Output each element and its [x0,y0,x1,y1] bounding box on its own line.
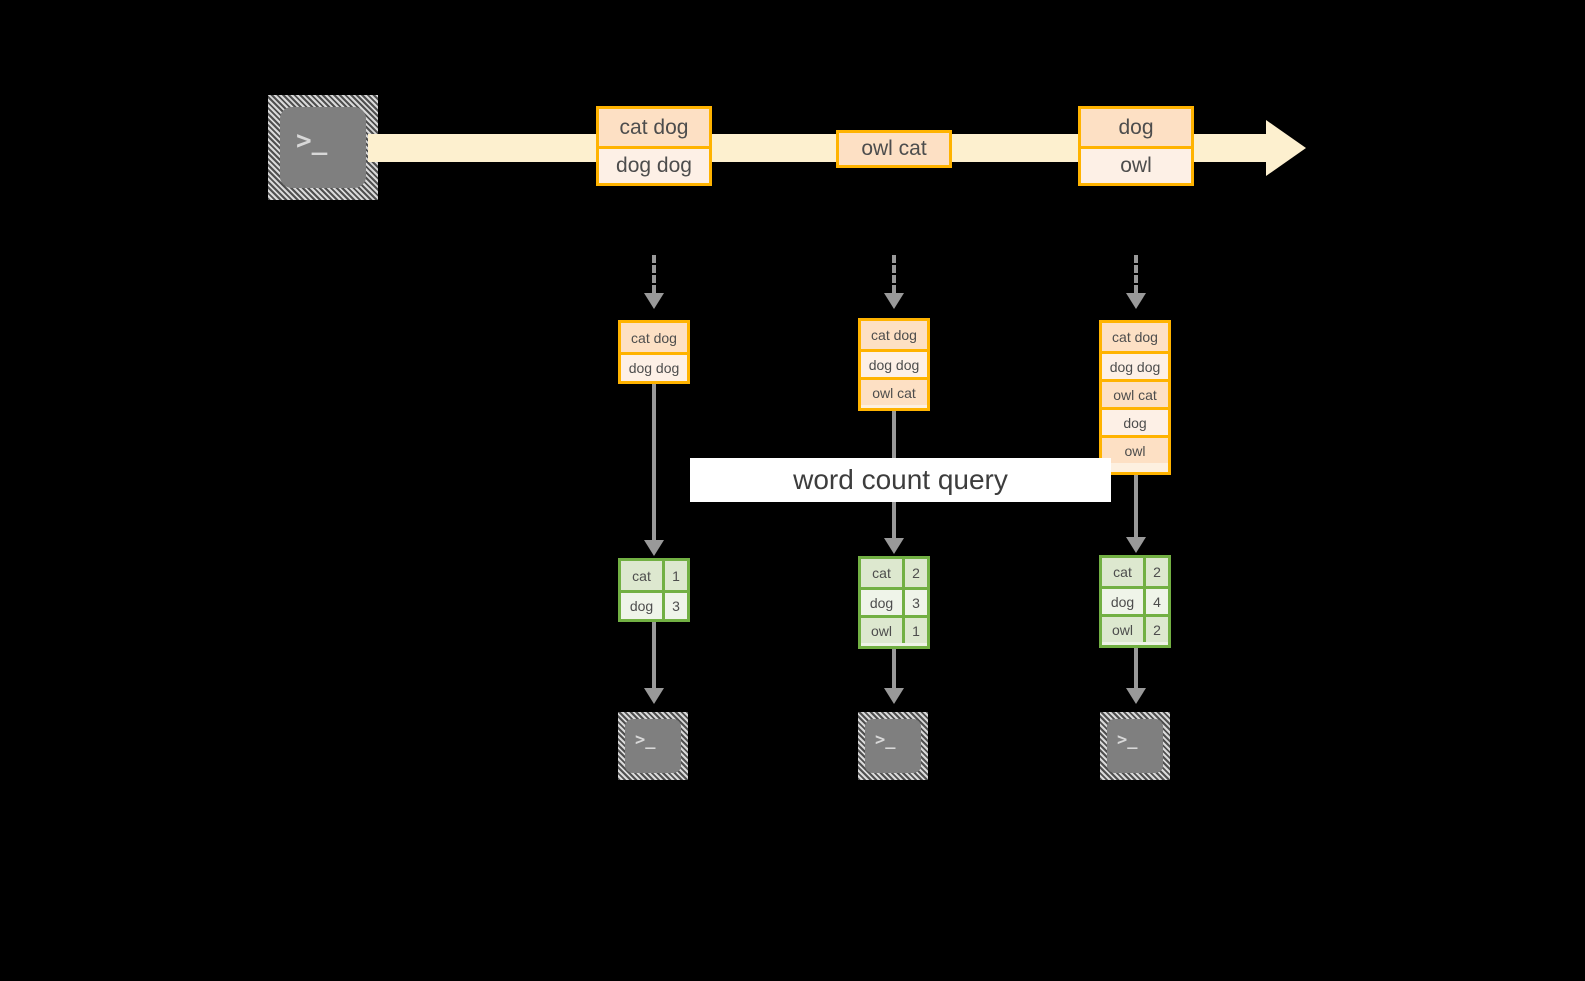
result-table-2: cat 2 dog 3 owl 1 [858,556,930,649]
snapshot-2: cat dog dog dog owl cat [858,318,930,411]
snapshot-line: cat dog [861,321,927,349]
terminal-body [1107,719,1163,773]
terminal-prompt-glyph: >_ [635,730,656,750]
count-cell: 2 [1146,617,1168,642]
count-cell: 2 [1146,558,1168,586]
dashed-connector-1 [652,255,656,293]
dashed-connector-arrowhead-3 [1126,293,1146,309]
word-cell: dog [1102,589,1146,614]
dashed-connector-arrowhead-2 [884,293,904,309]
sink-connector-3 [1134,648,1138,693]
table-row: cat 2 [1102,558,1168,586]
dashed-connector-3 [1134,255,1138,293]
sink-terminal-2: >_ [858,712,928,780]
record-line: dog dog [599,146,709,183]
terminal-body [625,719,681,773]
record-line: owl [1081,146,1191,183]
result-table-3: cat 2 dog 4 owl 2 [1099,555,1171,648]
snapshot-line: dog [1102,407,1168,435]
snapshot-line: dog dog [621,352,687,381]
sink-terminal-1: >_ [618,712,688,780]
query-label-text: word count query [793,464,1008,495]
query-connector-arrowhead-2 [884,538,904,554]
dashed-connector-2 [892,255,896,293]
table-row: owl 2 [1102,614,1168,642]
word-cell: cat [861,559,905,587]
record-line: cat dog [599,109,709,146]
word-cell: owl [861,618,905,643]
query-connector-arrowhead-1 [644,540,664,556]
sink-connector-arrowhead-3 [1126,688,1146,704]
snapshot-line: owl cat [1102,379,1168,407]
snapshot-line: dog dog [861,349,927,377]
word-cell: dog [861,590,905,615]
word-cell: cat [621,561,665,590]
stream-arrow-head [1266,120,1306,176]
stream-record-1: cat dog dog dog [596,106,712,186]
stream-record-3: dog owl [1078,106,1194,186]
snapshot-line: owl [1102,435,1168,463]
table-row: cat 2 [861,559,927,587]
result-table-1: cat 1 dog 3 [618,558,690,622]
sink-connector-1 [652,622,656,692]
table-row: dog 4 [1102,586,1168,614]
sink-connector-arrowhead-1 [644,688,664,704]
dashed-connector-arrowhead-1 [644,293,664,309]
count-cell: 3 [665,593,687,619]
query-connector-1 [652,384,656,548]
snapshot-line: dog dog [1102,351,1168,379]
snapshot-line: cat dog [621,323,687,352]
terminal-body [865,719,921,773]
word-cell: cat [1102,558,1146,586]
word-cell: owl [1102,617,1146,642]
snapshot-line: cat dog [1102,323,1168,351]
query-label-band: word count query [690,458,1111,502]
terminal-body [280,107,366,188]
count-cell: 3 [905,590,927,615]
record-line: owl cat [839,133,949,165]
snapshot-3: cat dog dog dog owl cat dog owl [1099,320,1171,475]
count-cell: 4 [1146,589,1168,614]
word-cell: dog [621,593,665,619]
source-terminal-icon: >_ [268,95,378,200]
query-connector-arrowhead-3 [1126,537,1146,553]
sink-terminal-3: >_ [1100,712,1170,780]
table-row: dog 3 [621,590,687,619]
count-cell: 2 [905,559,927,587]
record-line: dog [1081,109,1191,146]
count-cell: 1 [665,561,687,590]
snapshot-line: owl cat [861,377,927,405]
terminal-prompt-glyph: >_ [1117,730,1138,750]
count-cell: 1 [905,618,927,643]
table-row: owl 1 [861,615,927,643]
stream-record-2: owl cat [836,130,952,168]
table-row: dog 3 [861,587,927,615]
terminal-prompt-glyph: >_ [296,126,328,156]
sink-connector-2 [892,649,896,693]
query-connector-3 [1134,475,1138,545]
terminal-prompt-glyph: >_ [875,730,896,750]
sink-connector-arrowhead-2 [884,688,904,704]
table-row: cat 1 [621,561,687,590]
snapshot-1: cat dog dog dog [618,320,690,384]
